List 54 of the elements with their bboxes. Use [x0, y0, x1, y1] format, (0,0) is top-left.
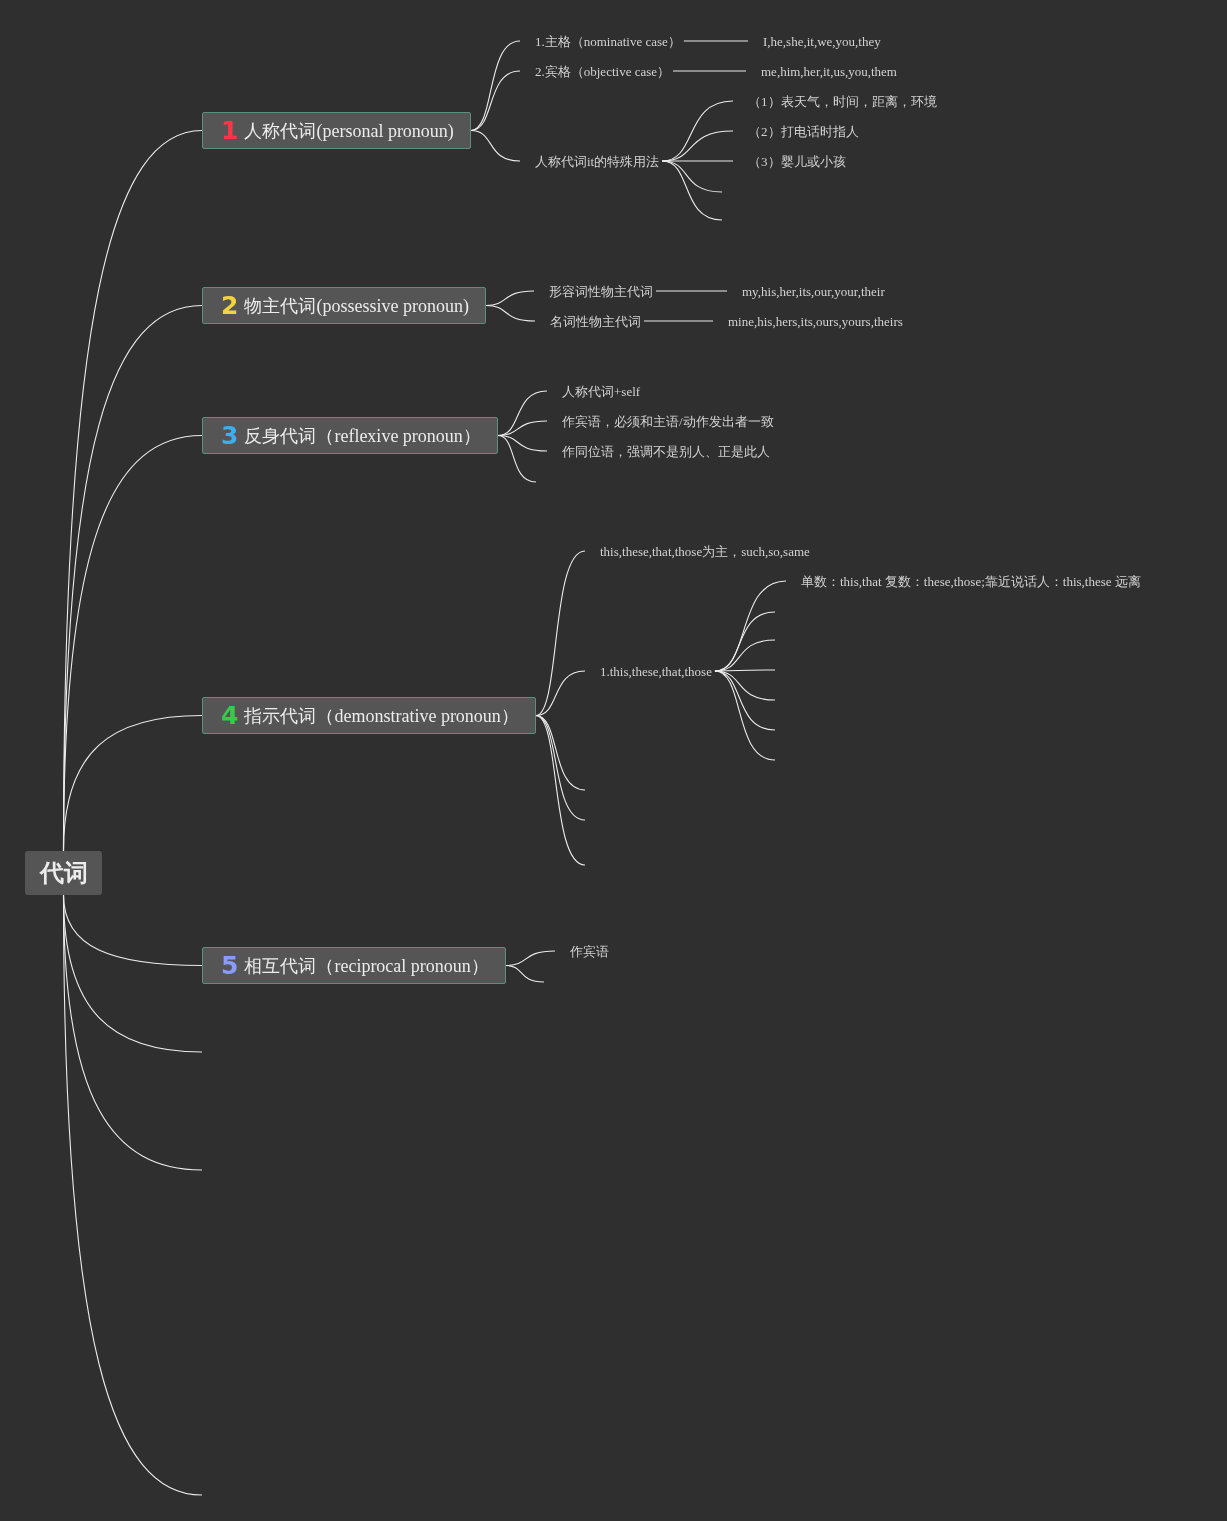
topic-number: 4: [221, 701, 239, 730]
topic-text: 相互代词（reciprocal pronoun）: [244, 954, 489, 978]
branch-line: [683, 40, 749, 42]
subtopic-text: this,these,that,those为主，such,so,same: [585, 543, 825, 559]
topic-number: 5: [221, 951, 239, 980]
topic-text: 人称代词(personal pronoun): [244, 119, 454, 143]
branch-line: [470, 129, 521, 162]
subtopic-text: （2）打电话时指人: [733, 123, 874, 139]
topic-text: 指示代词（demonstrative pronoun）: [244, 704, 519, 728]
branch-line: [485, 304, 536, 322]
subtopic-text: 作同位语，强调不是别人、正是此人: [547, 443, 785, 459]
topic-box: [202, 287, 486, 324]
subtopic-text: 单数：this,that 复数：these,those;靠近说话人：this,these 远离: [786, 573, 1156, 589]
branch-line: [655, 290, 728, 292]
subtopic-text: 人称代词+self: [547, 383, 656, 399]
branch-line: [62, 714, 203, 852]
topic-box: [202, 417, 498, 454]
branch-line: [661, 160, 723, 193]
branch-line: [661, 160, 723, 221]
subtopic-text: （1）表天气，时间，距离，环境: [733, 93, 952, 109]
branch-line: [535, 714, 586, 821]
topic-box: [202, 697, 536, 734]
branch-line: [672, 70, 747, 72]
subtopic-text: 形容词性物主代词: [534, 283, 668, 299]
topic-number: 2: [221, 291, 239, 320]
topic-number: 1: [221, 116, 239, 145]
subtopic-text: me,him,her,it,us,you,them: [746, 63, 912, 79]
branch-line: [714, 670, 776, 701]
subtopic-text: 人称代词it的特殊用法: [520, 153, 675, 169]
branch-line: [497, 434, 537, 483]
topic-box: [202, 947, 506, 984]
branch-line: [535, 550, 586, 717]
branch-line: [470, 40, 521, 132]
subtopic-text: my,his,her,its,our,your,their: [727, 283, 900, 299]
topic-number: 3: [221, 421, 239, 450]
subtopic-text: mine,his,hers,its,ours,yours,theirs: [713, 313, 918, 329]
subtopic-text: 作宾语，必须和主语/动作发出者一致: [547, 413, 789, 429]
subtopic-text: 名词性物主代词: [535, 313, 656, 329]
subtopic-text: 1.this,these,that,those: [585, 663, 727, 679]
branch-line: [62, 894, 203, 1496]
subtopic-text: 1.主格（nominative case）: [520, 33, 696, 49]
branch-line: [470, 70, 521, 132]
topic-text: 反身代词（reflexive pronoun）: [244, 424, 481, 448]
subtopic-text: I,he,she,it,we,you,they: [748, 33, 896, 49]
branch-line: [714, 670, 776, 761]
topic-box: [202, 112, 471, 149]
branch-line: [505, 964, 545, 983]
subtopic-text: （3）婴儿或小孩: [733, 153, 861, 169]
subtopic-text: 2.宾格（objective case）: [520, 63, 685, 79]
root-topic: 代词: [25, 851, 102, 895]
branch-line: [643, 320, 714, 322]
topic-text: 物主代词(possessive pronoun): [244, 294, 469, 318]
subtopic-text: 作宾语: [555, 943, 624, 959]
branch-line: [535, 714, 586, 866]
